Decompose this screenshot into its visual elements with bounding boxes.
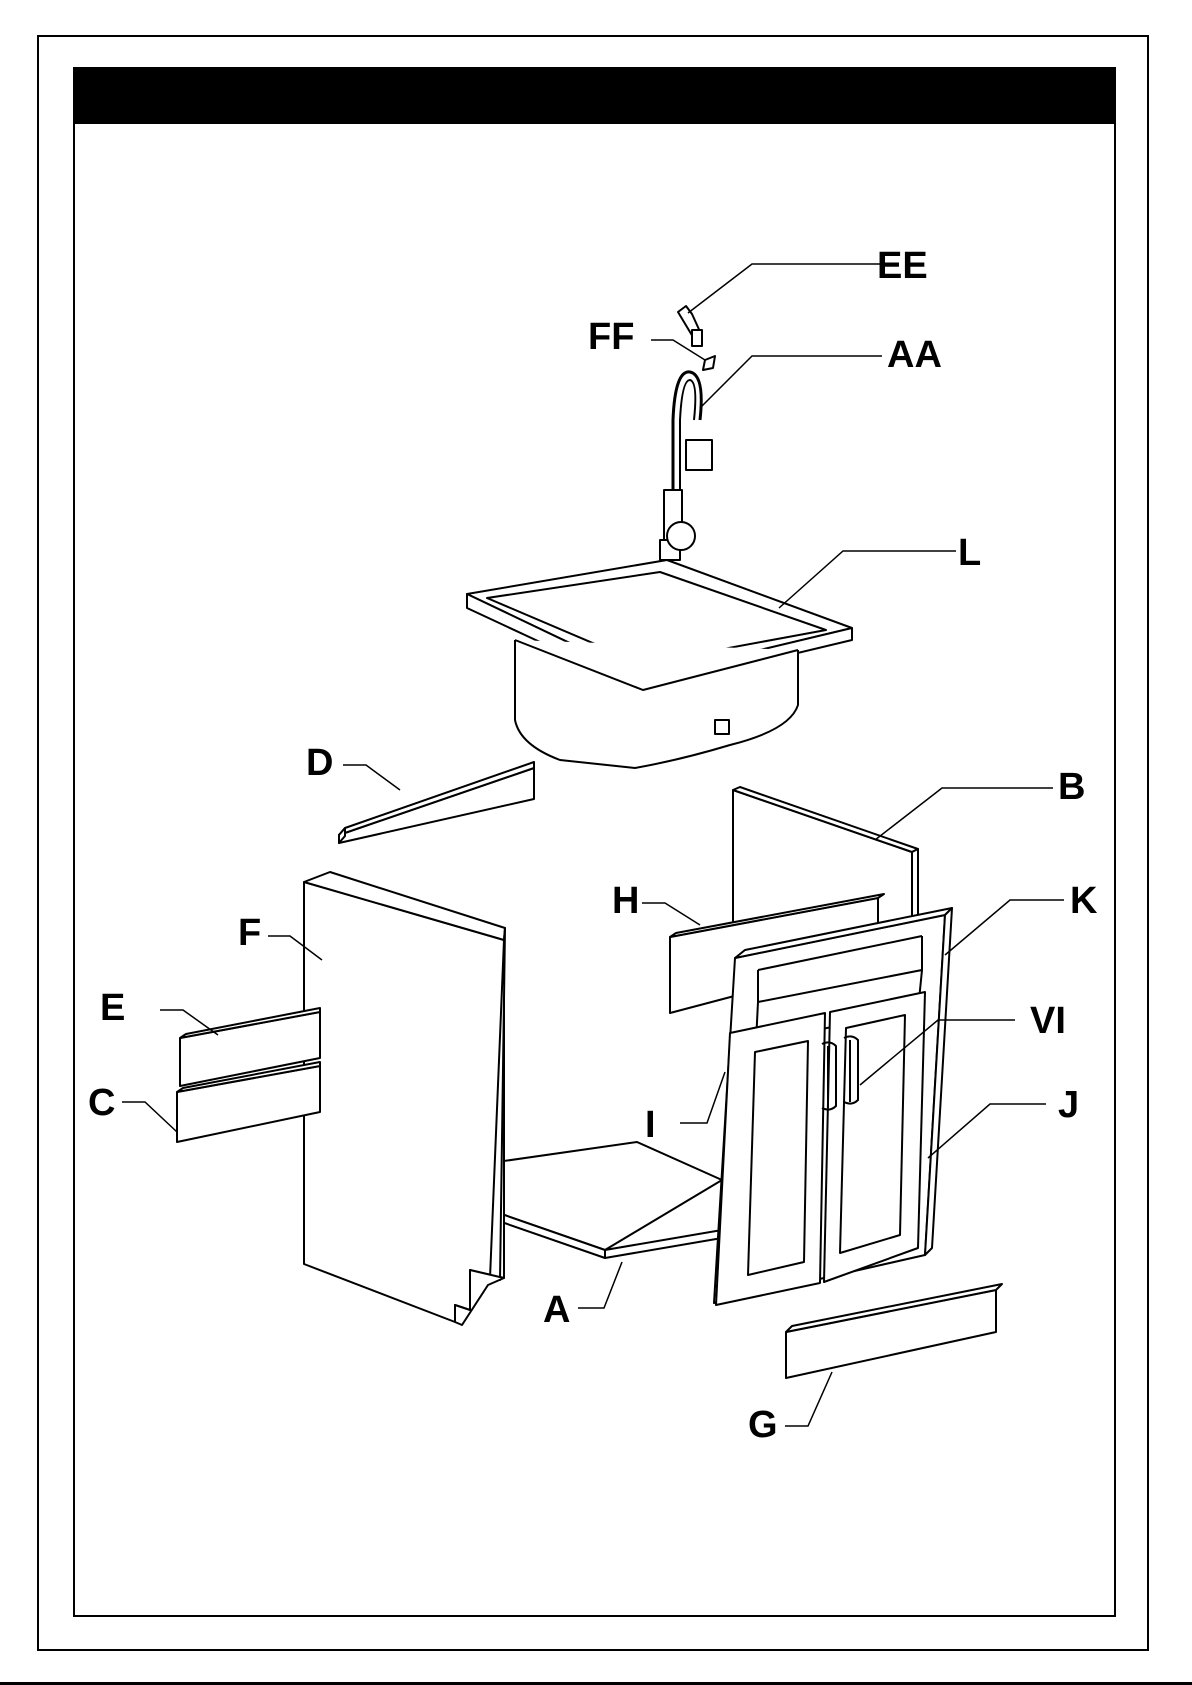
label-aa: AA <box>887 334 942 376</box>
label-h: H <box>612 880 639 922</box>
label-f: F <box>238 912 261 954</box>
leader-g <box>785 1372 832 1426</box>
part-l-sink <box>467 560 852 768</box>
leader-ee <box>688 264 882 313</box>
label-vi: VI <box>1030 1000 1066 1042</box>
leader-i <box>680 1072 725 1123</box>
leader-j <box>928 1104 1046 1158</box>
label-g: G <box>748 1404 778 1446</box>
label-ee: EE <box>877 245 928 287</box>
label-c: C <box>88 1082 115 1124</box>
part-ff-piece <box>703 356 715 370</box>
label-l: L <box>958 532 981 574</box>
label-d: D <box>306 742 333 784</box>
label-ff: FF <box>588 316 634 358</box>
part-i-left-door <box>716 1013 825 1305</box>
label-i: I <box>645 1104 656 1146</box>
leader-d <box>343 765 400 790</box>
part-aa-faucet <box>660 372 712 560</box>
leader-aa <box>700 356 882 408</box>
label-k: K <box>1070 880 1098 922</box>
part-f-side-panel <box>304 872 505 1325</box>
label-a: A <box>543 1289 570 1331</box>
leader-a <box>578 1262 622 1308</box>
label-e: E <box>100 987 125 1029</box>
part-d-rail <box>339 762 534 843</box>
part-j-right-door <box>824 992 925 1282</box>
label-b: B <box>1058 766 1085 808</box>
part-a-bottom-panel <box>490 1142 722 1258</box>
leader-b <box>875 788 1053 840</box>
leader-k <box>945 900 1064 955</box>
leader-c <box>122 1102 177 1132</box>
leader-h <box>642 903 700 925</box>
part-g-toe-kick <box>786 1284 1002 1378</box>
leader-l <box>779 551 956 608</box>
label-j: J <box>1058 1084 1079 1126</box>
